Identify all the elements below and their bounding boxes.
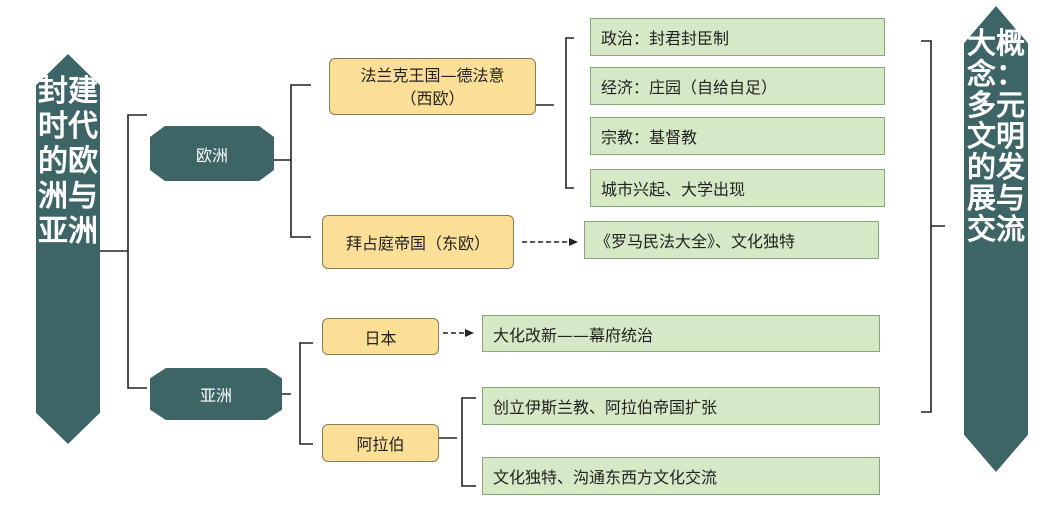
byzantine-arrowhead (569, 238, 578, 246)
japan-box: 日本 (322, 318, 439, 355)
arab-item-culture: 文化独特、沟通东西方文化交流 (482, 457, 880, 495)
frankish-kingdom-line1: 法兰克王国—德法意 (360, 66, 505, 85)
frankish-kingdom-line2: （西欧） (400, 89, 465, 108)
frank-item-politics: 政治：封君封臣制 (590, 18, 885, 56)
japan-item: 大化改新——幕府统治 (482, 315, 880, 352)
frank-item-economy: 经济：庄园（自给自足） (590, 67, 885, 105)
arab-bracket (438, 397, 476, 487)
frank-bracket (535, 37, 574, 189)
europe-bracket (272, 84, 311, 238)
frank-item-religion: 宗教：基督教 (590, 117, 885, 155)
main-bracket (100, 114, 147, 389)
asia-tag: 亚洲 (150, 368, 282, 420)
frankish-kingdom-box: 法兰克王国—德法意 （西欧） (329, 58, 536, 115)
arab-item-islam: 创立伊斯兰教、阿拉伯帝国扩张 (482, 387, 880, 425)
byzantine-box: 拜占庭帝国（东欧） (322, 215, 514, 269)
right-title: 大概念：多元文明的发展与交流 (966, 26, 1025, 246)
europe-tag: 欧洲 (150, 126, 274, 181)
byzantine-item: 《罗马民法大全》、文化独特 (584, 221, 879, 259)
frank-item-city-university: 城市兴起、大学出现 (590, 169, 885, 207)
left-title: 封建时代的欧洲与亚洲 (38, 74, 98, 249)
right-bracket (921, 40, 945, 413)
japan-arrowhead (465, 329, 474, 337)
asia-bracket (282, 342, 313, 445)
right-title-banner: 大概念：多元文明的发展与交流 (964, 6, 1028, 472)
arab-box: 阿拉伯 (322, 424, 439, 462)
left-title-banner: 封建时代的欧洲与亚洲 (36, 54, 100, 444)
